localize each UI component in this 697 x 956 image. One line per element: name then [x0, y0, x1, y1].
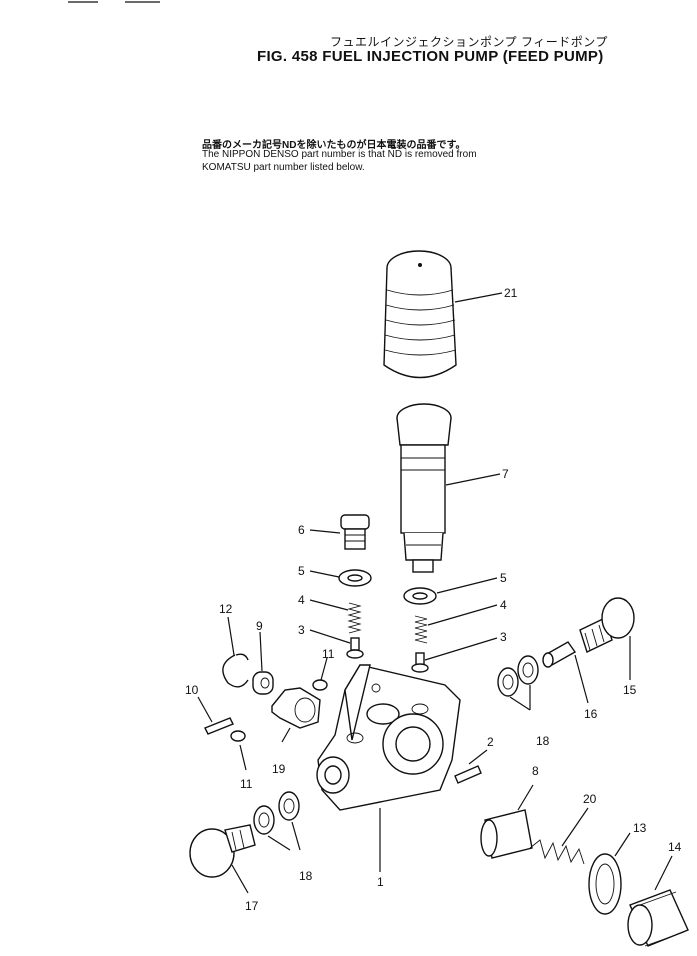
part-9-collar: [252, 671, 274, 695]
part-16-valve: [542, 641, 577, 668]
callout-12: 12: [219, 602, 233, 616]
part-8-sleeve: [480, 809, 533, 859]
callout-18-left: 18: [299, 869, 313, 883]
callout-14: 14: [668, 840, 682, 854]
callout-9: 9: [256, 619, 263, 633]
part-20-spring: [529, 839, 585, 865]
leader-lines: [197, 292, 673, 894]
part-11-screw: [230, 679, 328, 742]
callout-16: 16: [584, 707, 598, 721]
part-17-bolt: [189, 824, 256, 878]
part-6-plug: [340, 514, 370, 550]
part-15-bolt: [579, 597, 635, 653]
callout-20: 20: [583, 792, 597, 806]
part-14-plug: [627, 889, 689, 947]
callout-17: 17: [245, 899, 259, 913]
part-1-pump-body: [316, 664, 461, 811]
callout-19: 19: [272, 762, 286, 776]
callout-21: 21: [504, 286, 518, 300]
note-japanese: 品番のメーカ記号NDを除いたものが日本電装の品番です。: [202, 140, 466, 151]
callout-15: 15: [623, 683, 637, 697]
callout-5-right: 5: [500, 571, 507, 585]
part-18-seal-left: [253, 791, 300, 835]
callout-11-top: 11: [322, 647, 335, 661]
callout-3-right: 3: [500, 630, 507, 644]
part-2-pin: [454, 765, 482, 784]
callout-11-bottom: 11: [240, 777, 253, 791]
part-12-snap-ring: [222, 653, 249, 688]
callout-10: 10: [185, 683, 199, 697]
part-19-bracket: [271, 687, 321, 729]
callout-18-right: 18: [536, 734, 550, 748]
callout-8: 8: [532, 764, 539, 778]
note-line-1: The NIPPON DENSO part number is that ND …: [202, 149, 477, 160]
part-7-priming-pump: [396, 403, 452, 573]
callout-6: 6: [298, 523, 305, 537]
callout-7: 7: [502, 467, 509, 481]
callout-4-right: 4: [500, 598, 507, 612]
callout-13: 13: [633, 821, 647, 835]
note-line-2: KOMATSU part number listed below.: [202, 162, 365, 173]
callout-4-left: 4: [298, 593, 305, 607]
callout-3-left: 3: [298, 623, 305, 637]
part-18-seal: [497, 655, 539, 697]
part-13-washer: [588, 853, 622, 915]
callout-5-left: 5: [298, 564, 305, 578]
part-3-valve: [346, 637, 429, 673]
figure-title-japanese: フュエルインジェクションポンプ フィードポンプ: [330, 35, 608, 49]
figure-title: FIG. 458 FUEL INJECTION PUMP (FEED PUMP): [257, 48, 604, 65]
part-21-cap: [383, 250, 457, 379]
part-5-gasket: [338, 569, 437, 605]
callout-2: 2: [487, 735, 494, 749]
part-4-spring: [347, 602, 428, 644]
callout-1: 1: [377, 875, 384, 889]
part-10-pin: [204, 717, 234, 735]
